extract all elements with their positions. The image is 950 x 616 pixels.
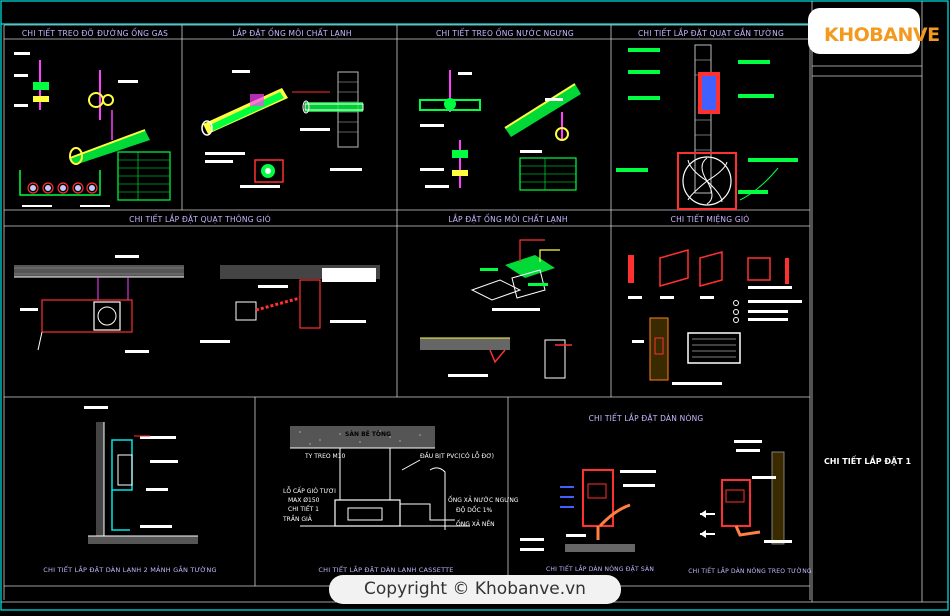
note-fresh-air-1: LỖ CẤP GIÓ TƯƠI xyxy=(283,488,336,495)
refrig-pipe-mid-drawing xyxy=(420,239,572,379)
caption-outdoor-ground: CHI TIẾT LẮP DÀN NÓNG ĐẶT SÀN xyxy=(545,566,655,573)
note-drain-pipe: ỐNG XẢ NƯỚC NGƯNG xyxy=(448,497,519,504)
note-slope: ĐỘ DỐC 1% xyxy=(456,507,493,514)
grille-drawing xyxy=(628,249,802,385)
panel-title-drain-hanger: CHI TIẾT TREO ỐNG NƯỚC NGƯNG xyxy=(436,29,574,38)
refrig-pipe-top-drawing xyxy=(201,70,364,188)
drain-hanger-drawing xyxy=(419,70,581,191)
split-unit-drawing xyxy=(84,406,198,544)
panel-title-wall-fan: CHI TIẾT LẮP ĐẶT QUẠT GẮN TƯỜNG xyxy=(637,29,785,38)
copyright-watermark: Copyright © Khobanve.vn xyxy=(329,575,621,604)
gas-hanger-drawing xyxy=(14,52,171,207)
panel-grid xyxy=(1,1,948,603)
vent-fan-drawing xyxy=(14,255,380,353)
outdoor-unit-drawing xyxy=(520,440,792,552)
title-block-label: CHI TIẾT LẮP ĐẶT 1 xyxy=(823,457,912,466)
note-fresh-air-2: MAX Ø150 xyxy=(288,497,320,504)
panel-title-grille: CHI TIẾT MIỆNG GIÓ xyxy=(670,215,750,224)
caption-outdoor-wall: CHI TIẾT LẮP DÀN NÓNG TREO TƯỜNG xyxy=(688,568,812,575)
note-slab: SÀN BÊ TÔNG xyxy=(345,431,391,438)
panel-title-vent-fan: CHI TIẾT LẮP ĐẶT QUẠT THÔNG GIÓ xyxy=(129,215,271,224)
caption-cassette: CHI TIẾT LẮP ĐẶT DÀN LẠNH CASSETTE xyxy=(318,566,454,574)
note-false-ceiling: TRẦN GIẢ xyxy=(283,516,312,523)
panel-title-gas-hanger: CHI TIẾT TREO ĐỠ ĐƯỜNG ỐNG GAS xyxy=(21,29,169,38)
panel-title-outdoor-unit: CHI TIẾT LẮP ĐẶT DÀN NÓNG xyxy=(588,414,704,423)
panel-title-refrig-pipe-mid: LẮP ĐẶT ỐNG MÔI CHẤT LẠNH xyxy=(448,215,568,224)
note-pvc-cap: ĐẦU BỊT PVC(CÓ LỖ ĐƠ) xyxy=(420,453,495,460)
wall-fan-drawing xyxy=(616,44,798,210)
panel-title-refrig-pipe-top: LẮP ĐẶT ỐNG MÔI CHẤT LẠNH xyxy=(232,29,352,38)
cassette-drawing xyxy=(290,426,470,530)
caption-split-unit: CHI TIẾT LẮP ĐẶT DÀN LẠNH 2 MẢNH GẮN TƯỜ… xyxy=(43,566,217,574)
khobanve-logo: KHOBANVE xyxy=(808,8,940,54)
note-hanger-rod: TY TREO M10 xyxy=(305,453,346,460)
note-floor-drain: ỐNG XẢ NỀN xyxy=(456,521,495,528)
logo-text: KHOBANVE xyxy=(824,24,940,46)
note-fresh-air-3: CHI TIẾT 1 xyxy=(288,506,319,513)
